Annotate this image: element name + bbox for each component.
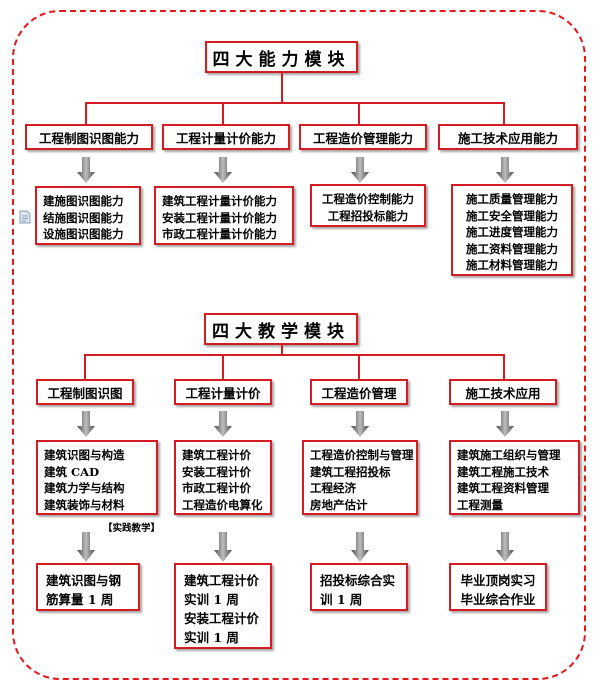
ability-list-cost: 工程造价控制能力 工程招投标能力 xyxy=(310,184,426,227)
list-item: 建筑工程施工技术 xyxy=(457,464,549,479)
ability-head-pricing: 工程计量计价能力 xyxy=(162,124,290,150)
teaching-connector-4 xyxy=(503,354,505,380)
list-item: 建筑装饰与材料 xyxy=(44,497,125,512)
list-item: 招投标综合实 xyxy=(320,573,396,588)
teaching-list-pricing: 建筑工程计价 安装工程计价 市政工程计价 工程造价电算化 xyxy=(174,440,272,515)
list-item: 建筑工程招投标 xyxy=(310,464,391,479)
arrow-down-icon xyxy=(77,532,95,566)
arrow-down-icon xyxy=(496,157,514,187)
list-item: 施工资料管理能力 xyxy=(466,241,558,256)
list-item: 工程造价控制能力 xyxy=(322,192,414,206)
ability-head-cost: 工程造价管理能力 xyxy=(299,124,427,150)
ability-connector-3 xyxy=(358,102,360,124)
ability-list-drawing: 建施图识图能力 结施图识图能力 设施图识图能力 xyxy=(35,186,141,245)
teaching-connector-2 xyxy=(222,354,224,380)
list-item: 市政工程计量计价能力 xyxy=(162,227,277,241)
list-item: 工程经济 xyxy=(310,481,356,495)
ability-connector-1 xyxy=(85,102,87,124)
teaching-connector-3 xyxy=(358,354,360,380)
list-item: 建筑工程计量计价能力 xyxy=(162,194,277,208)
teaching-title: 四大教学模块 xyxy=(204,313,358,345)
teaching-head-construction: 施工技术应用 xyxy=(449,379,557,405)
practice-pricing: 建筑工程计价 实训 1 周 安装工程计价 实训 1 周 xyxy=(174,563,272,649)
list-item: 毕业顶岗实习 xyxy=(460,573,536,588)
list-item: 建筑 CAD xyxy=(44,464,100,479)
list-item: 施工进度管理能力 xyxy=(466,225,558,239)
list-item: 工程测量 xyxy=(457,497,503,512)
list-item: 安装工程计价 xyxy=(184,611,260,626)
teaching-list-construction: 建筑施工组织与管理 建筑工程施工技术 建筑工程资料管理 工程测量 xyxy=(449,440,580,515)
ability-list-construction: 施工质量管理能力 施工安全管理能力 施工进度管理能力 施工资料管理能力 施工材料… xyxy=(451,184,573,276)
practice-drawing: 建筑识图与钢 筋算量 1 周 xyxy=(36,563,140,611)
ability-title: 四大能力模块 xyxy=(205,41,358,73)
list-item: 实训 1 周 xyxy=(184,630,239,645)
list-item: 建筑识图与构造 xyxy=(44,448,125,462)
practice-construction: 毕业顶岗实习 毕业综合作业 xyxy=(449,563,547,611)
arrow-down-icon xyxy=(214,157,232,187)
list-item: 训 1 周 xyxy=(320,592,363,607)
practice-note: 【实践教学】 xyxy=(103,523,161,534)
arrow-down-icon xyxy=(351,157,369,187)
arrow-down-icon xyxy=(496,532,514,566)
list-item: 工程造价电算化 xyxy=(182,497,263,512)
list-item: 建筑识图与钢 xyxy=(46,573,122,588)
teaching-list-cost: 工程造价控制与管理 建筑工程招投标 工程经济 房地产估计 xyxy=(302,440,418,515)
arrow-down-icon xyxy=(77,411,95,441)
list-item: 筋算量 1 周 xyxy=(46,592,114,607)
list-item: 房地产估计 xyxy=(310,497,368,512)
list-item: 实训 1 周 xyxy=(184,592,239,607)
list-item: 建筑施工组织与管理 xyxy=(457,448,561,462)
ability-connector-2 xyxy=(222,102,224,124)
list-item: 建施图识图能力 xyxy=(43,194,124,208)
ability-connector-bar xyxy=(85,102,504,104)
dashed-frame xyxy=(12,10,586,680)
ability-list-pricing: 建筑工程计量计价能力 安装工程计量计价能力 市政工程计量计价能力 xyxy=(154,186,294,245)
ability-connector-stem xyxy=(281,73,283,104)
arrow-down-icon xyxy=(214,532,232,566)
arrow-down-icon xyxy=(496,411,514,441)
list-item: 工程造价控制与管理 xyxy=(310,448,414,462)
ability-head-drawing: 工程制图识图能力 xyxy=(25,124,153,150)
list-item: 建筑工程计价 xyxy=(182,448,251,462)
list-item: 建筑工程计价 xyxy=(184,573,260,588)
teaching-head-pricing: 工程计量计价 xyxy=(174,379,272,405)
teaching-head-cost: 工程造价管理 xyxy=(310,379,408,405)
ability-connector-4 xyxy=(503,102,505,124)
arrow-down-icon xyxy=(351,411,369,441)
teaching-connector-1 xyxy=(84,354,86,380)
list-item: 建筑力学与结构 xyxy=(44,481,125,495)
list-item: 施工质量管理能力 xyxy=(466,192,558,206)
ability-head-construction: 施工技术应用能力 xyxy=(438,124,578,150)
list-item: 毕业综合作业 xyxy=(460,592,536,607)
teaching-list-drawing: 建筑识图与构造 建筑 CAD 建筑力学与结构 建筑装饰与材料 xyxy=(36,440,158,515)
list-item: 市政工程计价 xyxy=(182,481,251,495)
list-item: 工程招投标能力 xyxy=(327,208,409,223)
list-item: 结施图识图能力 xyxy=(43,210,124,225)
arrow-down-icon xyxy=(351,532,369,566)
practice-cost: 招投标综合实 训 1 周 xyxy=(310,563,408,611)
list-item: 施工材料管理能力 xyxy=(466,258,558,272)
arrow-down-icon xyxy=(77,157,95,187)
list-item: 设施图识图能力 xyxy=(43,227,124,241)
teaching-connector-bar xyxy=(84,354,505,356)
document-icon xyxy=(19,209,31,228)
teaching-head-drawing: 工程制图识图 xyxy=(36,379,134,405)
list-item: 安装工程计量计价能力 xyxy=(162,210,277,225)
list-item: 施工安全管理能力 xyxy=(466,208,558,223)
list-item: 建筑工程资料管理 xyxy=(457,481,549,495)
teaching-connector-stem xyxy=(281,345,283,355)
arrow-down-icon xyxy=(214,411,232,441)
list-item: 安装工程计价 xyxy=(182,464,251,479)
